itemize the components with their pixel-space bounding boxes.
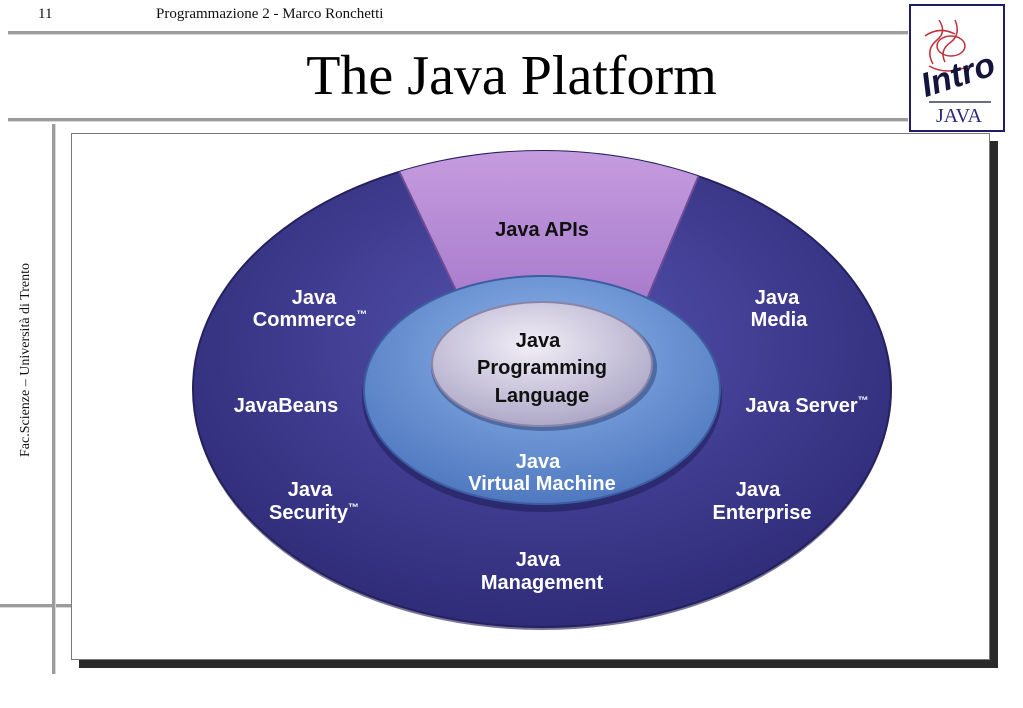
header-text: Programmazione 2 - Marco Ronchetti [156, 6, 384, 22]
label-java-server: Java Server™ [745, 395, 868, 417]
label-commerce-line2: Commerce™ [253, 309, 367, 331]
label-security-line2: Security™ [269, 502, 359, 524]
label-management-line2: Management [481, 572, 604, 594]
label-commerce-line1: Java [292, 287, 337, 309]
label-language-line3: Language [495, 385, 589, 407]
label-java-apis: Java APIs [495, 219, 589, 241]
logo-word: Intro [916, 45, 1000, 104]
java-steaming-cup-icon [924, 19, 970, 72]
label-media-line2: Media [751, 309, 809, 331]
label-enterprise-line2: Enterprise [713, 502, 812, 524]
label-security-line1: Java [288, 479, 333, 501]
label-jvm-line1: Java [516, 451, 561, 473]
intro-java-logo: Intro JAVA [909, 4, 1005, 132]
language-core [431, 301, 653, 427]
page-number: 11 [38, 6, 53, 22]
label-language-line1: Java [516, 330, 561, 352]
label-enterprise-line1: Java [736, 479, 781, 501]
label-jvm-line2: Virtual Machine [468, 473, 615, 495]
logo-subtitle: JAVA [936, 105, 983, 127]
label-javabeans: JavaBeans [234, 395, 339, 417]
label-media-line1: Java [755, 287, 800, 309]
label-management-line1: Java [516, 549, 561, 571]
label-language-line2: Programming [477, 357, 607, 379]
footer-rule [0, 604, 72, 608]
page-title: The Java Platform [306, 45, 717, 107]
header-rule-top [8, 31, 908, 35]
java-platform-diagram: Java APIs Java Commerce™ Java Media Java… [192, 150, 892, 630]
header-rule-bottom [8, 118, 908, 122]
left-rule [52, 124, 56, 674]
diagram-frame: Java APIs Java Commerce™ Java Media Java… [71, 133, 990, 660]
